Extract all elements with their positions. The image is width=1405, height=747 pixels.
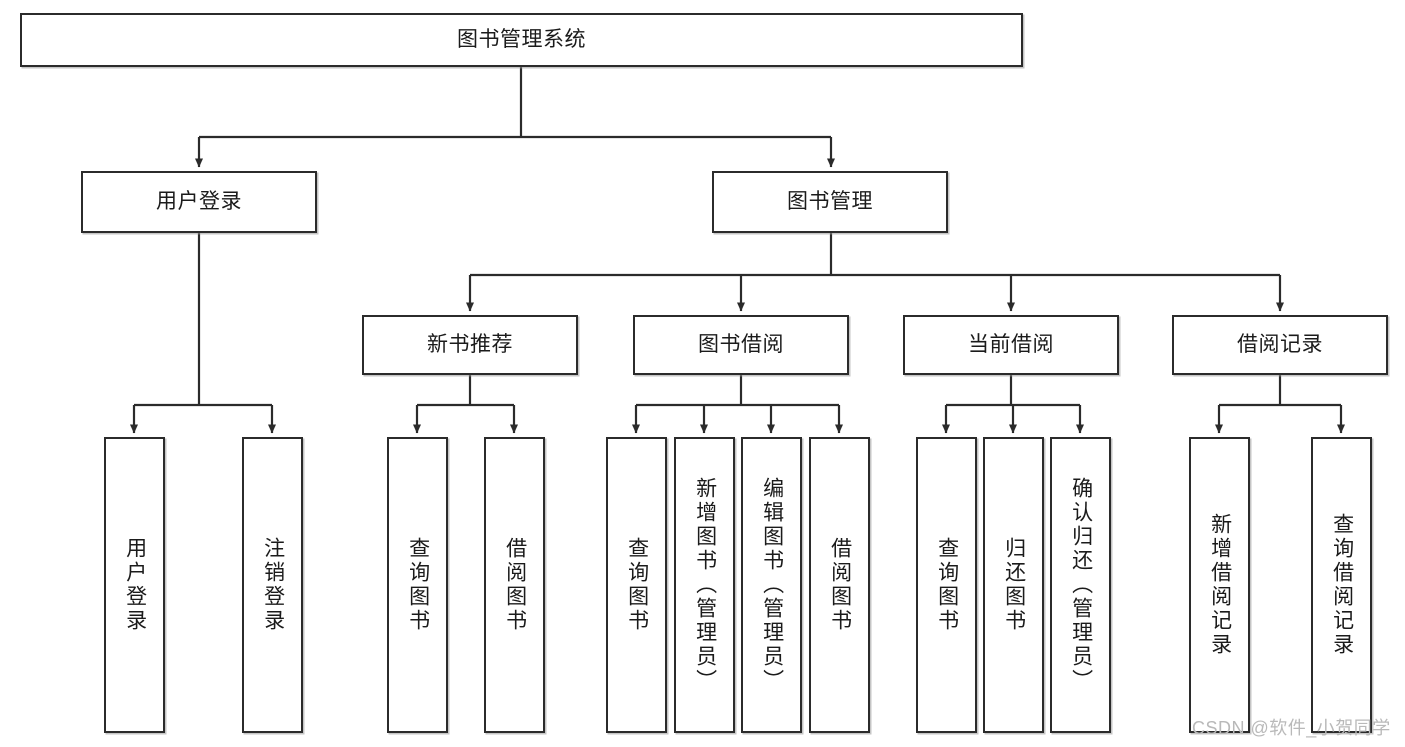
node-leaf-logout[interactable]: 注销登录	[242, 437, 303, 733]
node-leaf-return-book[interactable]: 归还图书	[983, 437, 1044, 733]
node-book-management-label: 图书管理	[787, 189, 873, 213]
node-leaf-add-borrow-record-label: 新增借阅记录	[1208, 513, 1232, 657]
node-leaf-user-login-label: 用户登录	[123, 537, 147, 633]
node-book-borrow-label: 图书借阅	[698, 332, 784, 356]
node-leaf-logout-label: 注销登录	[261, 537, 285, 633]
node-root[interactable]: 图书管理系统	[20, 13, 1023, 67]
node-leaf-borrow-book-recommend[interactable]: 借阅图书	[484, 437, 545, 733]
node-user-login-label: 用户登录	[156, 189, 242, 213]
node-borrow-record-label: 借阅记录	[1237, 332, 1323, 356]
node-new-book-recommend-label: 新书推荐	[427, 332, 513, 356]
node-leaf-edit-book[interactable]: 编辑图书（管理员）	[741, 437, 802, 733]
node-leaf-query-book-recommend-label: 查询图书	[406, 537, 430, 633]
node-book-borrow[interactable]: 图书借阅	[633, 315, 849, 375]
node-leaf-query-book-borrow-label: 查询图书	[625, 537, 649, 633]
node-leaf-add-book-label: 新增图书（管理员）	[693, 477, 717, 693]
node-leaf-borrow-book-recommend-label: 借阅图书	[503, 537, 527, 633]
node-new-book-recommend[interactable]: 新书推荐	[362, 315, 578, 375]
node-book-management[interactable]: 图书管理	[712, 171, 948, 233]
node-leaf-query-borrow-record[interactable]: 查询借阅记录	[1311, 437, 1372, 733]
node-leaf-confirm-return[interactable]: 确认归还（管理员）	[1050, 437, 1111, 733]
node-leaf-borrow-book-label: 借阅图书	[828, 537, 852, 633]
node-leaf-add-book[interactable]: 新增图书（管理员）	[674, 437, 735, 733]
node-current-borrow-label: 当前借阅	[968, 332, 1054, 356]
node-root-label: 图书管理系统	[457, 27, 586, 51]
node-leaf-query-borrow-record-label: 查询借阅记录	[1330, 513, 1354, 657]
node-user-login[interactable]: 用户登录	[81, 171, 317, 233]
node-leaf-edit-book-label: 编辑图书（管理员）	[760, 477, 784, 693]
node-leaf-query-book-borrow[interactable]: 查询图书	[606, 437, 667, 733]
node-leaf-borrow-book[interactable]: 借阅图书	[809, 437, 870, 733]
watermark: CSDN @软件_小贺同学	[1192, 718, 1391, 738]
node-borrow-record[interactable]: 借阅记录	[1172, 315, 1388, 375]
node-leaf-query-book-current-label: 查询图书	[935, 537, 959, 633]
node-leaf-query-book-recommend[interactable]: 查询图书	[387, 437, 448, 733]
node-leaf-confirm-return-label: 确认归还（管理员）	[1069, 477, 1093, 693]
node-leaf-user-login[interactable]: 用户登录	[104, 437, 165, 733]
node-leaf-return-book-label: 归还图书	[1002, 537, 1026, 633]
node-current-borrow[interactable]: 当前借阅	[903, 315, 1119, 375]
node-leaf-add-borrow-record[interactable]: 新增借阅记录	[1189, 437, 1250, 733]
node-leaf-query-book-current[interactable]: 查询图书	[916, 437, 977, 733]
